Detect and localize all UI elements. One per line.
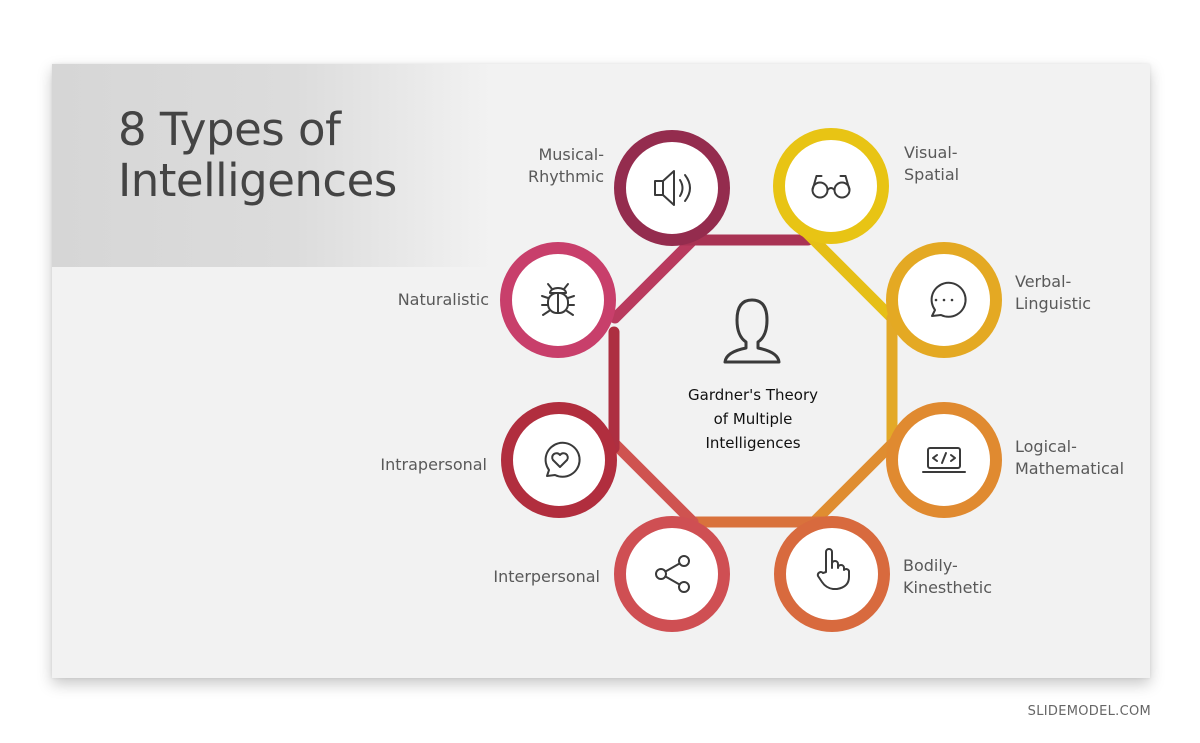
chat-bubble-icon <box>930 281 967 318</box>
label-naturalistic: Naturalistic <box>397 290 489 309</box>
ring-interpersonal <box>614 516 730 632</box>
speaker-icon <box>654 170 691 206</box>
person-icon <box>723 298 781 364</box>
slide: 8 Types of Intelligences <box>52 64 1150 678</box>
connector-logical <box>808 438 898 528</box>
label-musical-rhythmic: Musical- Rhythmic <box>528 145 604 186</box>
center-caption: Gardner's Theory of Multiple Intelligenc… <box>688 386 818 452</box>
label-visual-spatial: Visual- Spatial <box>904 143 960 184</box>
bug-icon <box>541 283 575 316</box>
slide-title: 8 Types of Intelligences <box>118 103 397 207</box>
pointing-hand-icon <box>816 548 850 590</box>
connector-musical <box>609 234 699 324</box>
label-verbal-linguistic: Verbal- Linguistic <box>1015 272 1092 313</box>
heart-chat-icon <box>544 441 581 478</box>
laptop-code-icon <box>922 447 966 473</box>
title-band <box>52 64 492 267</box>
share-icon <box>655 555 690 593</box>
ring-intrapersonal <box>501 402 617 518</box>
ring-musical-rhythmic <box>614 130 730 246</box>
connector-interpersonal <box>609 438 699 528</box>
ring-visual-spatial <box>773 128 889 244</box>
label-intrapersonal: Intrapersonal <box>380 455 487 474</box>
label-logical-mathematical: Logical- Mathematical <box>1015 437 1125 478</box>
glasses-icon <box>811 175 851 199</box>
label-bodily-kinesthetic: Bodily- Kinesthetic <box>903 556 993 597</box>
ring-bodily-kinesthetic <box>774 516 890 632</box>
label-interpersonal: Interpersonal <box>493 567 600 586</box>
footer-brand[interactable]: SLIDEMODEL.COM <box>1027 704 1151 719</box>
